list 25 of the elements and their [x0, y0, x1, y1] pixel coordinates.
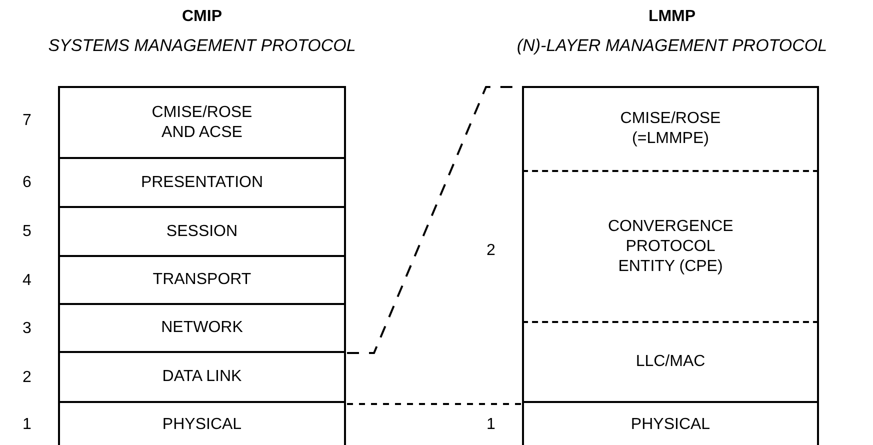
stack-title: CMIP: [182, 8, 222, 26]
layer-number: 3: [22, 320, 32, 338]
layer-box: TRANSPORT: [58, 257, 346, 305]
layer-box: SESSION: [58, 208, 346, 257]
stack-title: LMMP: [648, 8, 696, 26]
layer-number: 5: [22, 223, 32, 241]
layer-box: CONVERGENCE PROTOCOL ENTITY (CPE): [522, 172, 819, 323]
layer-number: 7: [22, 112, 32, 130]
layer-number: 1: [22, 416, 32, 434]
layer-box: PHYSICAL: [58, 403, 346, 445]
layer-number: 2: [22, 369, 32, 387]
stack-subtitle: SYSTEMS MANAGEMENT PROTOCOL: [48, 36, 356, 56]
layer-number: 4: [22, 272, 32, 290]
layer-box: CMISE/ROSE (=LMMPE): [522, 86, 819, 172]
layer-box: PRESENTATION: [58, 159, 346, 208]
layer-box: CMISE/ROSE AND ACSE: [58, 86, 346, 159]
layer-box: NETWORK: [58, 305, 346, 353]
layer-box: PHYSICAL: [522, 403, 819, 445]
layer-number: 1: [486, 416, 496, 434]
layer-box: LLC/MAC: [522, 323, 819, 403]
layer-number: 6: [22, 174, 32, 192]
layer-box: DATA LINK: [58, 353, 346, 403]
layer-number: 2: [486, 242, 496, 260]
correspondence-line: [347, 403, 521, 405]
stack-subtitle: (N)-LAYER MANAGEMENT PROTOCOL: [516, 36, 828, 56]
